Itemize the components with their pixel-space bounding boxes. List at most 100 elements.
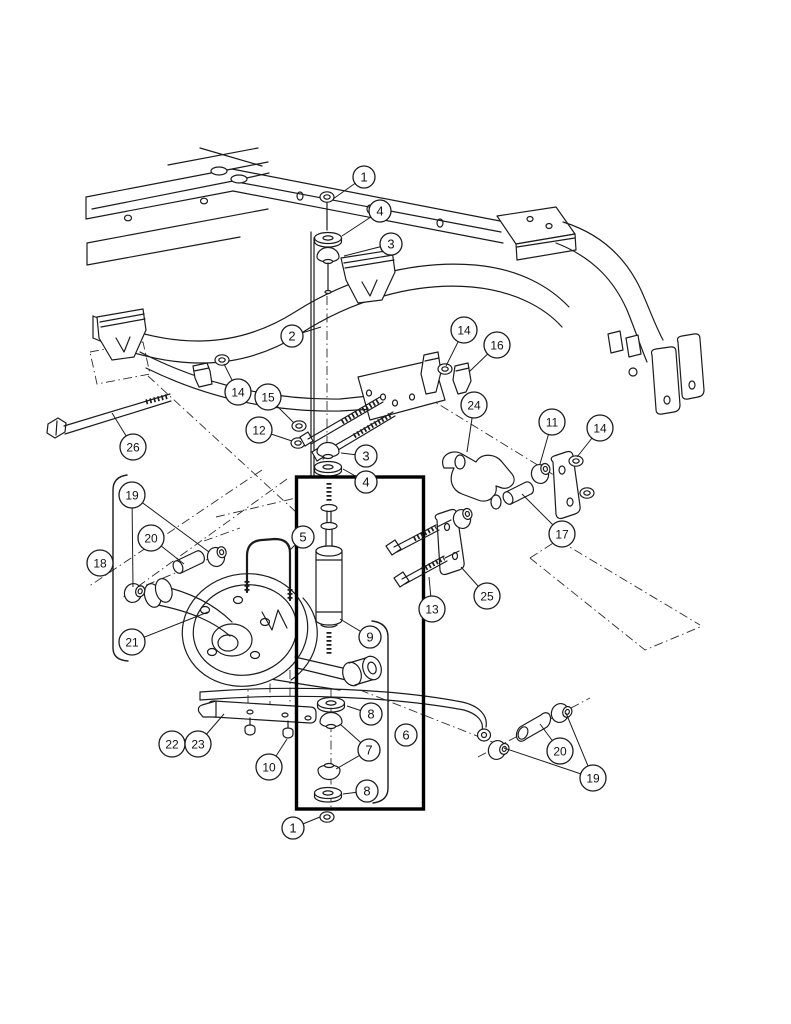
nut-14-left <box>214 354 230 366</box>
callout-number: 14 <box>231 385 245 399</box>
callout-18-19: 18 <box>86 549 114 577</box>
bushing-11 <box>528 461 554 486</box>
nut-14-right-upper <box>568 455 584 467</box>
bushing-3-lower <box>316 441 340 460</box>
callout-8-27: 8 <box>342 779 379 803</box>
callout-circle <box>355 779 379 803</box>
callout-number: 20 <box>144 531 158 545</box>
washer-4-top <box>313 231 343 248</box>
callout-circle <box>586 414 614 442</box>
callout-19-17: 19 <box>118 481 210 588</box>
callout-circle <box>137 524 165 552</box>
bushing-19-rear-left <box>485 737 512 764</box>
callout-circle <box>86 549 114 577</box>
bolt-26 <box>46 393 172 439</box>
callout-number: 8 <box>367 706 374 721</box>
callout-number: 19 <box>125 488 139 502</box>
shock-absorber <box>315 483 343 656</box>
callout-13-21: 13 <box>418 576 446 623</box>
nut-1-top <box>319 191 335 203</box>
callout-16-9: 16 <box>468 331 511 373</box>
callout-number: 7 <box>365 742 372 757</box>
callout-2-3: 2 <box>280 324 322 348</box>
callout-17-13: 17 <box>521 493 576 548</box>
bushing-7-upper <box>319 711 343 730</box>
callout-number: 13 <box>425 602 439 616</box>
callout-12-6: 12 <box>245 416 293 444</box>
leader-line <box>503 747 594 779</box>
callout-number: 14 <box>457 323 471 337</box>
callout-number: 4 <box>376 203 383 218</box>
leader-line <box>131 494 210 553</box>
callout-number: 5 <box>299 529 306 544</box>
callout-circle <box>418 595 446 623</box>
callout-10-30: 10 <box>255 738 288 781</box>
callout-20-31: 20 <box>539 723 574 765</box>
callout-number: 21 <box>125 635 139 649</box>
callout-1: 1 <box>332 165 376 200</box>
callout-22-28: 22 <box>158 730 186 758</box>
callout-number: 2 <box>288 328 295 343</box>
callout-number: 22 <box>165 737 179 751</box>
callout-circle <box>368 199 392 223</box>
bolts-13 <box>385 519 460 588</box>
callout-circle <box>546 737 574 765</box>
callout-number: 4 <box>362 474 369 489</box>
callout-26-7: 26 <box>111 412 147 461</box>
axle-drum-spring-group <box>121 537 492 742</box>
group-brackets <box>112 474 389 804</box>
callout-circle <box>245 416 273 444</box>
callout-24-10: 24 <box>460 391 488 453</box>
nut-1-bottom <box>319 811 335 823</box>
callout-circle <box>483 331 511 359</box>
callout-circle <box>118 628 146 656</box>
nut-14-right-lower <box>579 487 595 499</box>
leader-line <box>131 494 134 588</box>
callout-circle <box>352 165 376 189</box>
callout-circle <box>473 582 501 610</box>
callout-number: 9 <box>366 629 373 644</box>
callout-circle <box>394 723 418 747</box>
nut-14-mid <box>437 363 453 375</box>
callout-3-14: 3 <box>340 444 378 468</box>
nut-15 <box>291 420 307 432</box>
callout-6-25: 6 <box>394 723 418 747</box>
callout-number: 24 <box>467 398 481 412</box>
callout-3-2: 3 <box>343 232 403 257</box>
callout-8-24: 8 <box>346 702 383 726</box>
callout-number: 25 <box>480 589 494 603</box>
callout-number: 1 <box>289 820 296 835</box>
callout-14-8: 14 <box>445 316 478 367</box>
callout-number: 10 <box>262 760 276 774</box>
callout-circle <box>254 383 282 411</box>
callout-number: 26 <box>126 440 140 454</box>
callout-number: 19 <box>586 771 600 785</box>
callout-circle <box>119 433 147 461</box>
callout-14-12: 14 <box>576 414 614 458</box>
bushing-3-top <box>316 246 340 265</box>
stabilizer-link-group <box>434 450 595 576</box>
callout-23-29: 23 <box>184 713 225 758</box>
callout-circle <box>450 316 478 344</box>
frame-rails <box>85 147 705 478</box>
callout-circle <box>255 753 283 781</box>
callout-circle <box>354 444 378 468</box>
callout-circle <box>538 408 566 436</box>
callout-number: 14 <box>593 421 607 435</box>
callout-number: 17 <box>555 527 569 541</box>
bushing-7-lower <box>317 762 341 781</box>
callout-number: 23 <box>191 737 205 751</box>
lower-bushing-column <box>313 696 346 823</box>
washer-8-lower <box>313 786 343 803</box>
bushing-19-front <box>121 581 147 606</box>
callout-number: 15 <box>261 390 275 404</box>
callout-number: 6 <box>402 727 409 742</box>
callout-circle <box>357 738 381 762</box>
callout-5-16: 5 <box>289 525 315 551</box>
rear-spring-bushings <box>485 700 575 764</box>
bushing-19-front-2 <box>205 544 230 569</box>
callout-circle <box>354 470 378 494</box>
callout-circle <box>460 391 488 419</box>
callout-circle <box>359 702 383 726</box>
